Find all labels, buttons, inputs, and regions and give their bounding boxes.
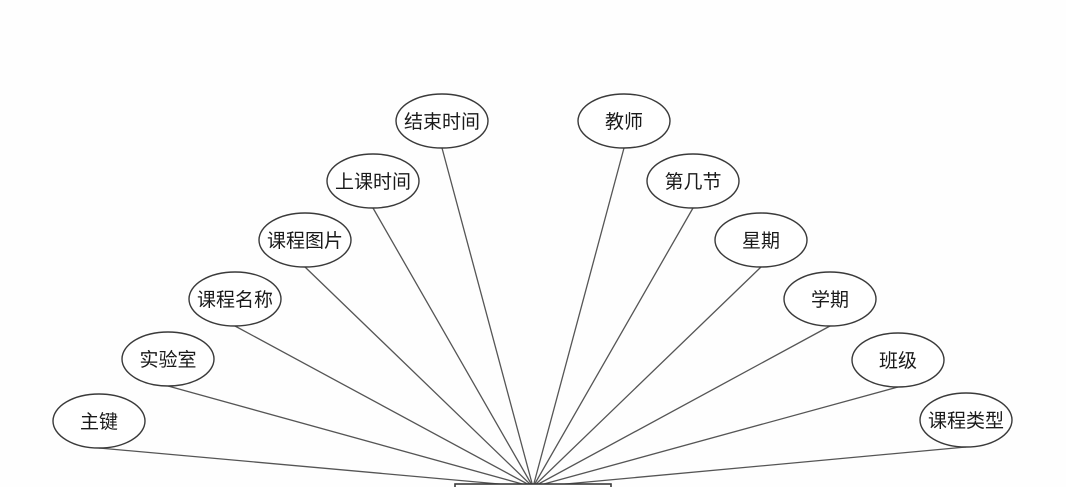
attribute-ellipse	[851, 332, 945, 388]
connector-line	[532, 207, 694, 487]
connector-line	[532, 446, 967, 487]
connector-line	[304, 266, 534, 487]
attribute-ellipse	[783, 271, 877, 327]
connector-line	[532, 266, 762, 487]
connector-line	[532, 325, 831, 487]
attribute-label: 教师	[605, 111, 643, 133]
attribute-ellipse	[714, 212, 808, 268]
attribute-node: 主键	[52, 393, 146, 449]
attribute-node: 学期	[783, 271, 877, 327]
attribute-ellipse	[258, 212, 352, 268]
attribute-label: 实验室	[139, 349, 196, 371]
connector-line	[234, 325, 534, 487]
attribute-node: 结束时间	[395, 93, 489, 149]
attribute-label: 结束时间	[404, 111, 480, 133]
connector-line	[532, 147, 625, 487]
attribute-label: 上课时间	[335, 171, 411, 193]
connector-line	[441, 147, 534, 487]
attribute-label: 学期	[811, 289, 849, 311]
attribute-label: 第几节	[664, 171, 721, 193]
attribute-ellipse	[188, 271, 282, 327]
attribute-node: 班级	[851, 332, 945, 388]
attribute-node: 上课时间	[326, 153, 420, 209]
entity-box	[454, 483, 612, 487]
connector-lines	[98, 147, 967, 487]
attribute-node: 星期	[714, 212, 808, 268]
attribute-label: 课程图片	[267, 230, 343, 252]
attribute-ellipse	[52, 393, 146, 449]
attribute-label: 课程类型	[928, 410, 1004, 432]
connector-line	[98, 447, 534, 487]
attribute-ellipse	[395, 93, 489, 149]
attribute-node: 课程图片	[258, 212, 352, 268]
attribute-ellipse	[121, 331, 215, 387]
attribute-ellipse	[326, 153, 420, 209]
attribute-node: 课程类型	[919, 392, 1013, 448]
attribute-node: 课程名称	[188, 271, 282, 327]
attribute-ellipse	[646, 153, 740, 209]
connector-line	[167, 385, 534, 487]
connector-line	[532, 386, 899, 487]
attribute-node: 实验室	[121, 331, 215, 387]
attribute-node: 教师	[577, 93, 671, 149]
attribute-node: 第几节	[646, 153, 740, 209]
attribute-label: 主键	[80, 411, 118, 433]
attribute-label: 星期	[742, 230, 780, 252]
attribute-ellipse	[577, 93, 671, 149]
attribute-ellipse	[919, 392, 1013, 448]
connector-line	[372, 207, 534, 487]
entity-rectangle	[454, 483, 612, 487]
attribute-label: 课程名称	[197, 289, 273, 311]
attribute-label: 班级	[879, 350, 917, 372]
